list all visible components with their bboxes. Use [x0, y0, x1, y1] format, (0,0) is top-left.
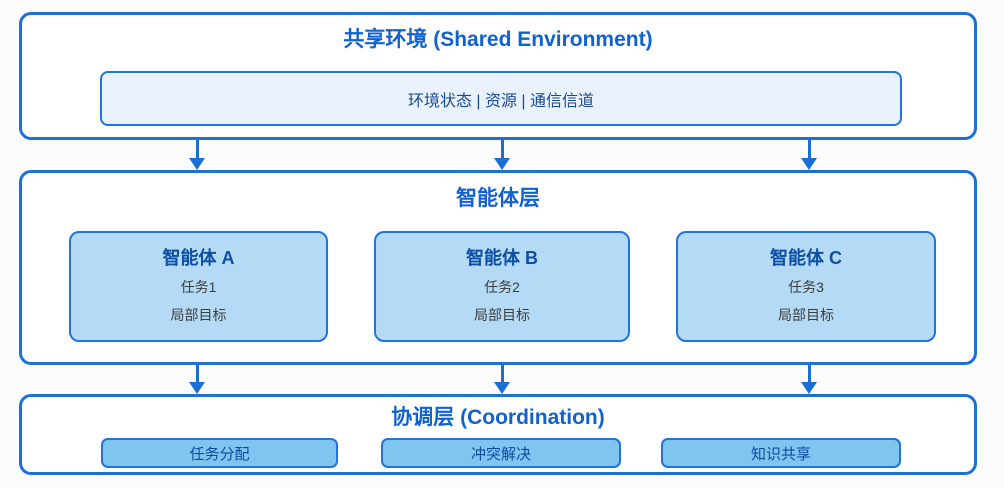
arrow-head — [494, 158, 510, 170]
agent-name: 智能体 C — [770, 248, 842, 268]
agent-task: 任务1 — [180, 279, 217, 295]
down-arrow-icon — [494, 364, 510, 394]
agent-name: 智能体 B — [466, 248, 538, 268]
arrow-head — [189, 382, 205, 394]
chip-label: 冲突解决 — [470, 445, 531, 463]
coordination-chip-conflict-resolution: 冲突解决 — [381, 438, 621, 468]
agent-goal: 局部目标 — [474, 307, 530, 323]
arrow-stem — [500, 364, 504, 383]
down-arrow-icon — [189, 364, 205, 394]
arrow-head — [801, 158, 817, 170]
environment-channels-label: 环境状态 | 资源 | 通信信道 — [407, 92, 595, 110]
coordination-chip-task-allocation: 任务分配 — [101, 438, 338, 468]
agent-layer-title: 智能体层 — [456, 187, 540, 210]
arrow-head — [494, 382, 510, 394]
agent-card-c: 智能体 C 任务3 局部目标 — [676, 231, 936, 342]
agent-task: 任务3 — [788, 279, 824, 295]
down-arrow-icon — [801, 140, 817, 170]
shared-environment-box: 共享环境 (Shared Environment) 环境状态 | 资源 | 通信… — [19, 12, 977, 140]
agent-task: 任务2 — [484, 279, 520, 295]
agent-goal: 局部目标 — [170, 307, 227, 323]
agent-goal: 局部目标 — [778, 307, 834, 323]
chip-label: 知识共享 — [750, 445, 811, 463]
arrow-stem — [195, 364, 199, 383]
agent-card-a: 智能体 A 任务1 局部目标 — [69, 231, 328, 342]
agent-name: 智能体 A — [162, 248, 235, 268]
arrow-head — [801, 382, 817, 394]
shared-environment-title: 共享环境 (Shared Environment) — [343, 28, 653, 51]
down-arrow-icon — [801, 364, 817, 394]
coordination-chip-knowledge-sharing: 知识共享 — [661, 438, 901, 468]
arrow-stem — [500, 140, 504, 159]
agent-card-b: 智能体 B 任务2 局部目标 — [374, 231, 630, 342]
down-arrow-icon — [189, 140, 205, 170]
arrow-stem — [807, 364, 811, 383]
arrow-head — [189, 158, 205, 170]
arrow-stem — [807, 140, 811, 159]
coordination-layer-title: 协调层 (Coordination) — [391, 406, 605, 429]
arrow-stem — [195, 140, 199, 159]
down-arrow-icon — [494, 140, 510, 170]
chip-label: 任务分配 — [189, 445, 250, 463]
environment-channels-box: 环境状态 | 资源 | 通信信道 — [100, 71, 902, 126]
coordination-layer-box: 协调层 (Coordination) 任务分配 冲突解决 知识共享 — [19, 394, 977, 475]
agent-layer-box: 智能体层 智能体 A 任务1 局部目标 智能体 B 任务2 局部目标 智能体 C… — [19, 170, 977, 365]
